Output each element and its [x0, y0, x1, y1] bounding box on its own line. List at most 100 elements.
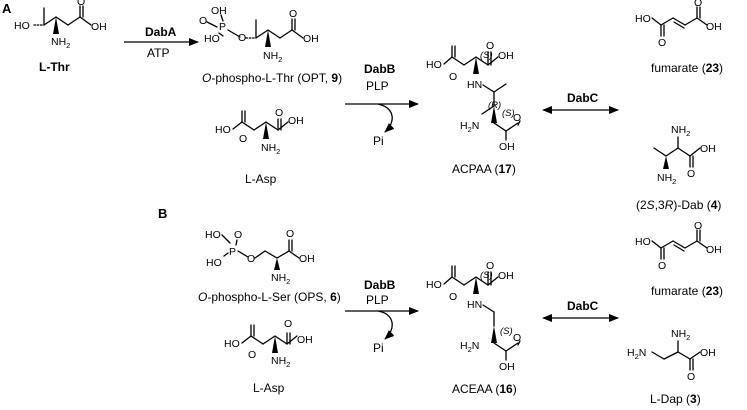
fum-o1-label-a: O [658, 37, 666, 49]
ops-structure: HO O P HO O NH2 O OH [205, 228, 315, 286]
acpaa-nh-label: HN [467, 79, 482, 91]
dab-o-label: O [687, 168, 695, 180]
acpaa-oh-label: OH [498, 50, 514, 62]
aceaa-o3-label: O [513, 332, 521, 344]
asp-o-label: O [239, 133, 247, 145]
asp-carbonyl-label: O [275, 107, 283, 119]
l-asp-label-a: L-Asp [245, 172, 277, 186]
panel-a-label: A [2, 1, 12, 16]
enzyme-dabb-label-b: DabB [364, 278, 396, 292]
l-thr-label: L-Thr [39, 60, 70, 74]
opt-label: O-phospho-L-Thr (OPT, 9) [202, 71, 342, 85]
l-threonine-structure: HO O OH NH2 [14, 0, 107, 50]
asp-b-carbonyl-label: O [284, 318, 292, 330]
dap-h2n-label: H2N [627, 347, 646, 361]
ops-ho2-label: HO [206, 257, 222, 269]
phosphorus-label: P [219, 21, 226, 33]
acpaa-o1-label: O [449, 71, 457, 83]
asp-b-ho-label: HO [224, 338, 240, 350]
acpaa-label: ACPAA (17) [452, 162, 516, 176]
l-asp-structure-b: HO O NH2 O OH [224, 318, 313, 369]
pi-release-arrow-a [377, 103, 395, 133]
dap-structure: NH2 H2N O OH [627, 328, 716, 383]
asp-b-amine-label: NH2 [271, 355, 290, 369]
enzyme-dabb-label-a: DabB [364, 62, 396, 76]
phosphate-o-label: O [199, 15, 207, 27]
pi-label-b: Pi [373, 341, 384, 355]
aceaa-stereo-s-1: (S) [480, 270, 493, 281]
dab-structure: NH2 NH2 O OH [653, 124, 716, 186]
aceaa-h2n-label: H2N [460, 340, 479, 354]
enzyme-daba-label: DabA [145, 25, 177, 39]
fum-o1-label-b: O [658, 260, 666, 272]
opt-structure: OH O P HO O O OH NH2 [199, 5, 319, 64]
plp-label-b: PLP [366, 293, 389, 307]
aceaa-label: ACEAA (16) [452, 382, 517, 396]
asp-b-o-label: O [248, 349, 256, 361]
fum-ho-label-b: HO [635, 236, 651, 248]
pi-label-a: Pi [373, 134, 384, 148]
phosphate-ho-label: HO [204, 33, 220, 45]
aceaa-oh-label: OH [498, 270, 514, 282]
acpaa-structure: HO O (S) O OH HN (R) (S) H2N O OH [426, 40, 521, 153]
aceaa-ho-label: HO [426, 279, 442, 291]
opt-carbonyl-label: O [289, 8, 297, 20]
aceaa-o1-label: O [449, 291, 457, 303]
asp-acid-oh-label: OH [288, 115, 304, 127]
fum-o2-label-b: O [694, 220, 702, 232]
fumarate-structure-b: HO O O OH [635, 220, 722, 272]
acid-hydroxyl-label: OH [91, 21, 107, 33]
enzyme-dabc-label-b: DabC [567, 299, 599, 313]
phosphate-oh-label: OH [211, 5, 227, 17]
dab-h2n-label: NH2 [657, 172, 676, 186]
aceaa-nh-label: HN [467, 299, 482, 311]
atp-label: ATP [147, 46, 169, 60]
dap-oh-label: OH [700, 347, 716, 359]
pi-release-arrow-b [377, 310, 395, 340]
dap-label: L-Dap (3) [650, 392, 701, 406]
aceaa-oh2-label: OH [499, 361, 515, 373]
hydroxyl-label: HO [14, 20, 30, 32]
fum-ho-label-a: HO [635, 13, 651, 25]
dap-nh2-top-label: NH2 [671, 328, 690, 342]
acpaa-oh2-label: OH [499, 141, 515, 153]
l-asp-label-b: L-Asp [253, 381, 285, 395]
enzyme-dabc-label-a: DabC [567, 91, 599, 105]
dab-label: (2S,3R)-Dab (4) [636, 198, 721, 212]
ops-carbonyl-label: O [286, 228, 294, 240]
ops-o-label: O [234, 229, 242, 241]
stereo-s-label-1: (S) [480, 50, 493, 61]
l-asp-structure-a: HO O O OH NH2 [215, 107, 304, 156]
carbonyl-oxygen-label: O [77, 0, 85, 8]
aceaa-structure: HO O (S) O OH HN (S) H2N O OH [426, 260, 521, 373]
acpaa-ho-label: HO [426, 59, 442, 71]
opt-acid-oh-label: OH [303, 33, 319, 45]
fumarate-structure-a: HO O O OH [635, 0, 722, 49]
ops-ho-label: HO [205, 229, 221, 241]
fum-oh-label-b: OH [706, 244, 722, 256]
dap-o-label: O [687, 371, 695, 383]
panel-b-label: B [158, 206, 167, 221]
ops-label: O-phospho-L-Ser (OPS, 6) [198, 290, 341, 304]
ester-oxygen-label: O [238, 32, 246, 44]
ops-acid-oh-label: OH [299, 253, 315, 265]
fumarate-label-a: fumarate (23) [651, 61, 723, 75]
amine-label: NH2 [51, 36, 70, 50]
aceaa-o2-label: O [486, 260, 494, 272]
asp-ho-label: HO [215, 124, 231, 136]
ops-ester-o-label: O [247, 253, 255, 265]
opt-amine-label: NH2 [263, 50, 282, 64]
dab-oh-label: OH [700, 143, 716, 155]
ops-p-label: P [229, 246, 236, 258]
aceaa-stereo-s-2: (S) [500, 326, 513, 337]
stereo-s-label-2: (S) [502, 108, 515, 119]
asp-amine-label: NH2 [261, 142, 280, 156]
fum-oh-label-a: OH [706, 21, 722, 33]
fumarate-label-b: fumarate (23) [651, 284, 723, 298]
asp-b-acid-oh-label: OH [297, 334, 313, 346]
fum-o2-label-a: O [694, 0, 702, 9]
ops-amine-label: NH2 [271, 272, 290, 286]
dab-nh2-top-label: NH2 [671, 124, 690, 138]
acpaa-h2n-label: H2N [460, 120, 479, 134]
